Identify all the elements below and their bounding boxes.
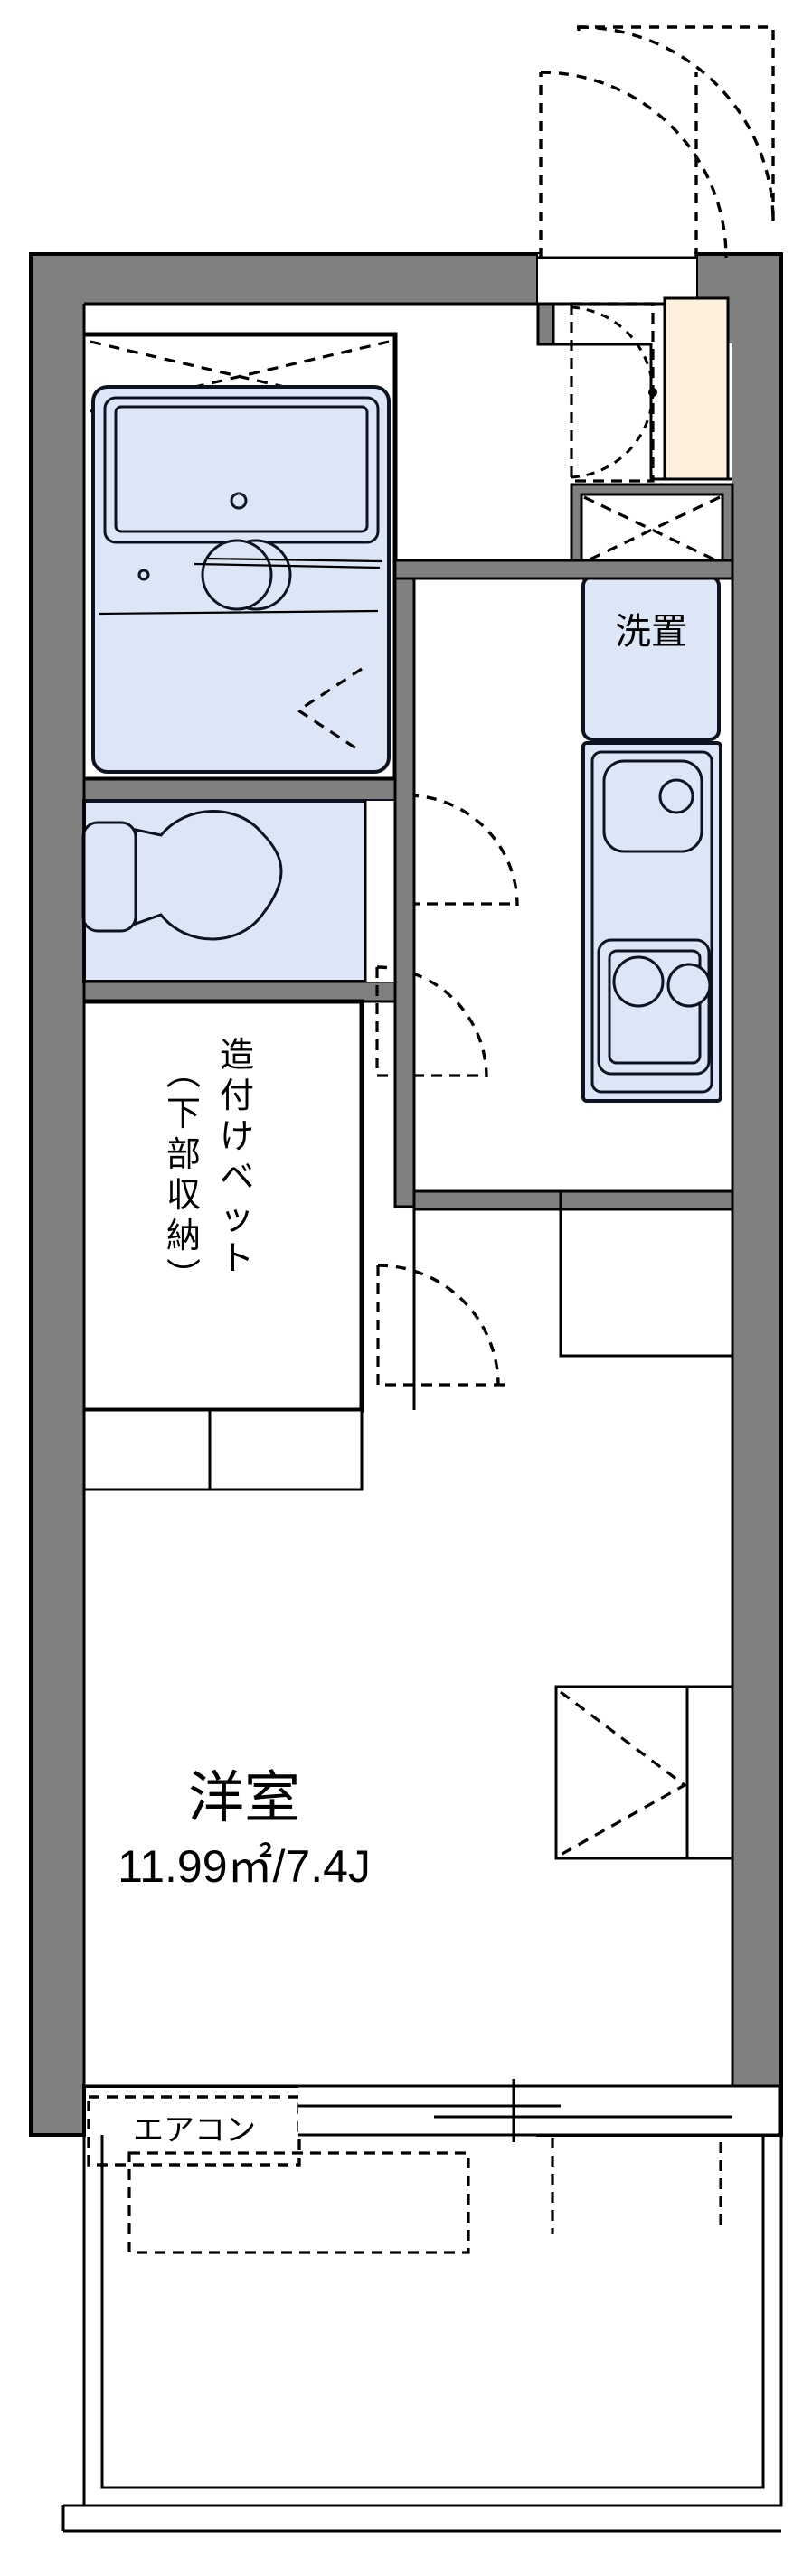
built-in-bed: 造 付 け ベ ッ ト ︵ 下 部 収 納 ︶ bbox=[82, 999, 364, 1491]
svg-text:部: 部 bbox=[166, 1134, 201, 1174]
svg-text:け: け bbox=[220, 1116, 254, 1156]
svg-text:ッ: ッ bbox=[220, 1198, 254, 1237]
svg-text:付: 付 bbox=[220, 1076, 254, 1115]
balcony-edge-band bbox=[61, 2504, 781, 2533]
outer-door-dash-frame bbox=[577, 25, 775, 224]
bath-door-swing-icon bbox=[408, 794, 519, 907]
hall-partition-wall bbox=[393, 573, 416, 1208]
balcony-storage-dashed-icon bbox=[127, 2151, 470, 2254]
shower-floor-edge bbox=[99, 609, 379, 616]
toilet-room bbox=[81, 777, 398, 1003]
unit-bath bbox=[84, 332, 398, 782]
svg-text:ト: ト bbox=[220, 1238, 254, 1278]
sliding-window bbox=[298, 2079, 781, 2142]
closet-outline bbox=[559, 1209, 732, 1358]
built-in-bed-label-col1: 造 付 け ベ ッ ト bbox=[220, 1035, 254, 1278]
toilet-tank bbox=[81, 821, 137, 933]
kitchen-side-wall bbox=[393, 559, 734, 580]
svg-text:納: 納 bbox=[166, 1216, 201, 1255]
balcony-outer-rail bbox=[82, 2135, 783, 2507]
shoe-closet-swing-lower-icon bbox=[571, 391, 655, 479]
svg-text:収: 収 bbox=[166, 1175, 201, 1215]
aircon-label: エアコン bbox=[133, 2112, 256, 2148]
balcony-inner-rail bbox=[100, 2135, 765, 2489]
entry-jamb bbox=[536, 302, 555, 346]
vanity-edge-line bbox=[205, 557, 383, 563]
main-room-area-label: 11.99㎡/7.4J bbox=[118, 1841, 371, 1892]
genkan-entry-tile bbox=[663, 296, 730, 481]
bathtub bbox=[114, 405, 369, 533]
entrance-door-swing-icon-2 bbox=[578, 25, 775, 222]
room-door-leaf-icon bbox=[375, 967, 486, 1077]
svg-text:下: 下 bbox=[166, 1094, 201, 1133]
room-closet-box bbox=[554, 1685, 734, 1860]
main-room-door-leaf-icon bbox=[376, 1265, 506, 1387]
main-room-door-swing-icon bbox=[377, 1264, 500, 1386]
built-in-bed-label-col2: ︵ 下 部 収 納 ︶ bbox=[166, 1053, 201, 1296]
kitchen-faucet-icon bbox=[658, 778, 694, 814]
vanity-drain-icon bbox=[137, 569, 150, 581]
shoe-closet-swing-upper-icon bbox=[571, 306, 655, 393]
interior-partitions bbox=[84, 559, 734, 1491]
main-room-name-label: 洋室 bbox=[188, 1764, 300, 1830]
bathtub-drain-icon bbox=[230, 492, 248, 510]
entrance-door-swing-icon bbox=[540, 71, 728, 259]
kitchen-unit bbox=[581, 741, 722, 1103]
shoe-closet bbox=[570, 302, 657, 483]
toilet-bowl bbox=[134, 810, 283, 941]
toilet-bottom-wall bbox=[82, 980, 397, 1003]
toilet-divider-wall bbox=[82, 777, 397, 803]
entrance-area bbox=[536, 25, 775, 481]
stove-burner-large-icon bbox=[612, 955, 665, 1008]
entrance-door-opening bbox=[538, 254, 696, 304]
washer-label: 洗置 bbox=[615, 611, 687, 653]
washing-machine-space-box bbox=[581, 575, 721, 741]
svg-text:造: 造 bbox=[220, 1035, 254, 1075]
closet-folding-door-icon bbox=[560, 1690, 687, 1857]
aircon-marker: エアコン bbox=[87, 2095, 301, 2167]
washer-space: 洗置 bbox=[581, 575, 721, 741]
stove-burner-small-icon bbox=[666, 963, 712, 1008]
x-cross-icon bbox=[583, 495, 721, 564]
bed-lower-storage-drawers bbox=[82, 1408, 364, 1491]
room-closet bbox=[554, 1685, 734, 1860]
sliding-window-icon bbox=[298, 2104, 732, 2119]
balcony bbox=[61, 2135, 783, 2533]
svg-text:︵: ︵ bbox=[166, 1053, 201, 1093]
bath-door-arrow-icon bbox=[296, 667, 363, 754]
main-room: 洋室 11.99㎡/7.4J bbox=[118, 1764, 371, 1892]
svg-text:ベ: ベ bbox=[220, 1157, 254, 1197]
room-divider-wall-left bbox=[412, 1189, 562, 1211]
svg-text:︶: ︶ bbox=[166, 1256, 201, 1296]
lower-storage-drawer-row bbox=[82, 1408, 364, 1491]
room-divider-wall-right bbox=[559, 1189, 734, 1211]
top-left-wall-detail bbox=[82, 302, 734, 2088]
